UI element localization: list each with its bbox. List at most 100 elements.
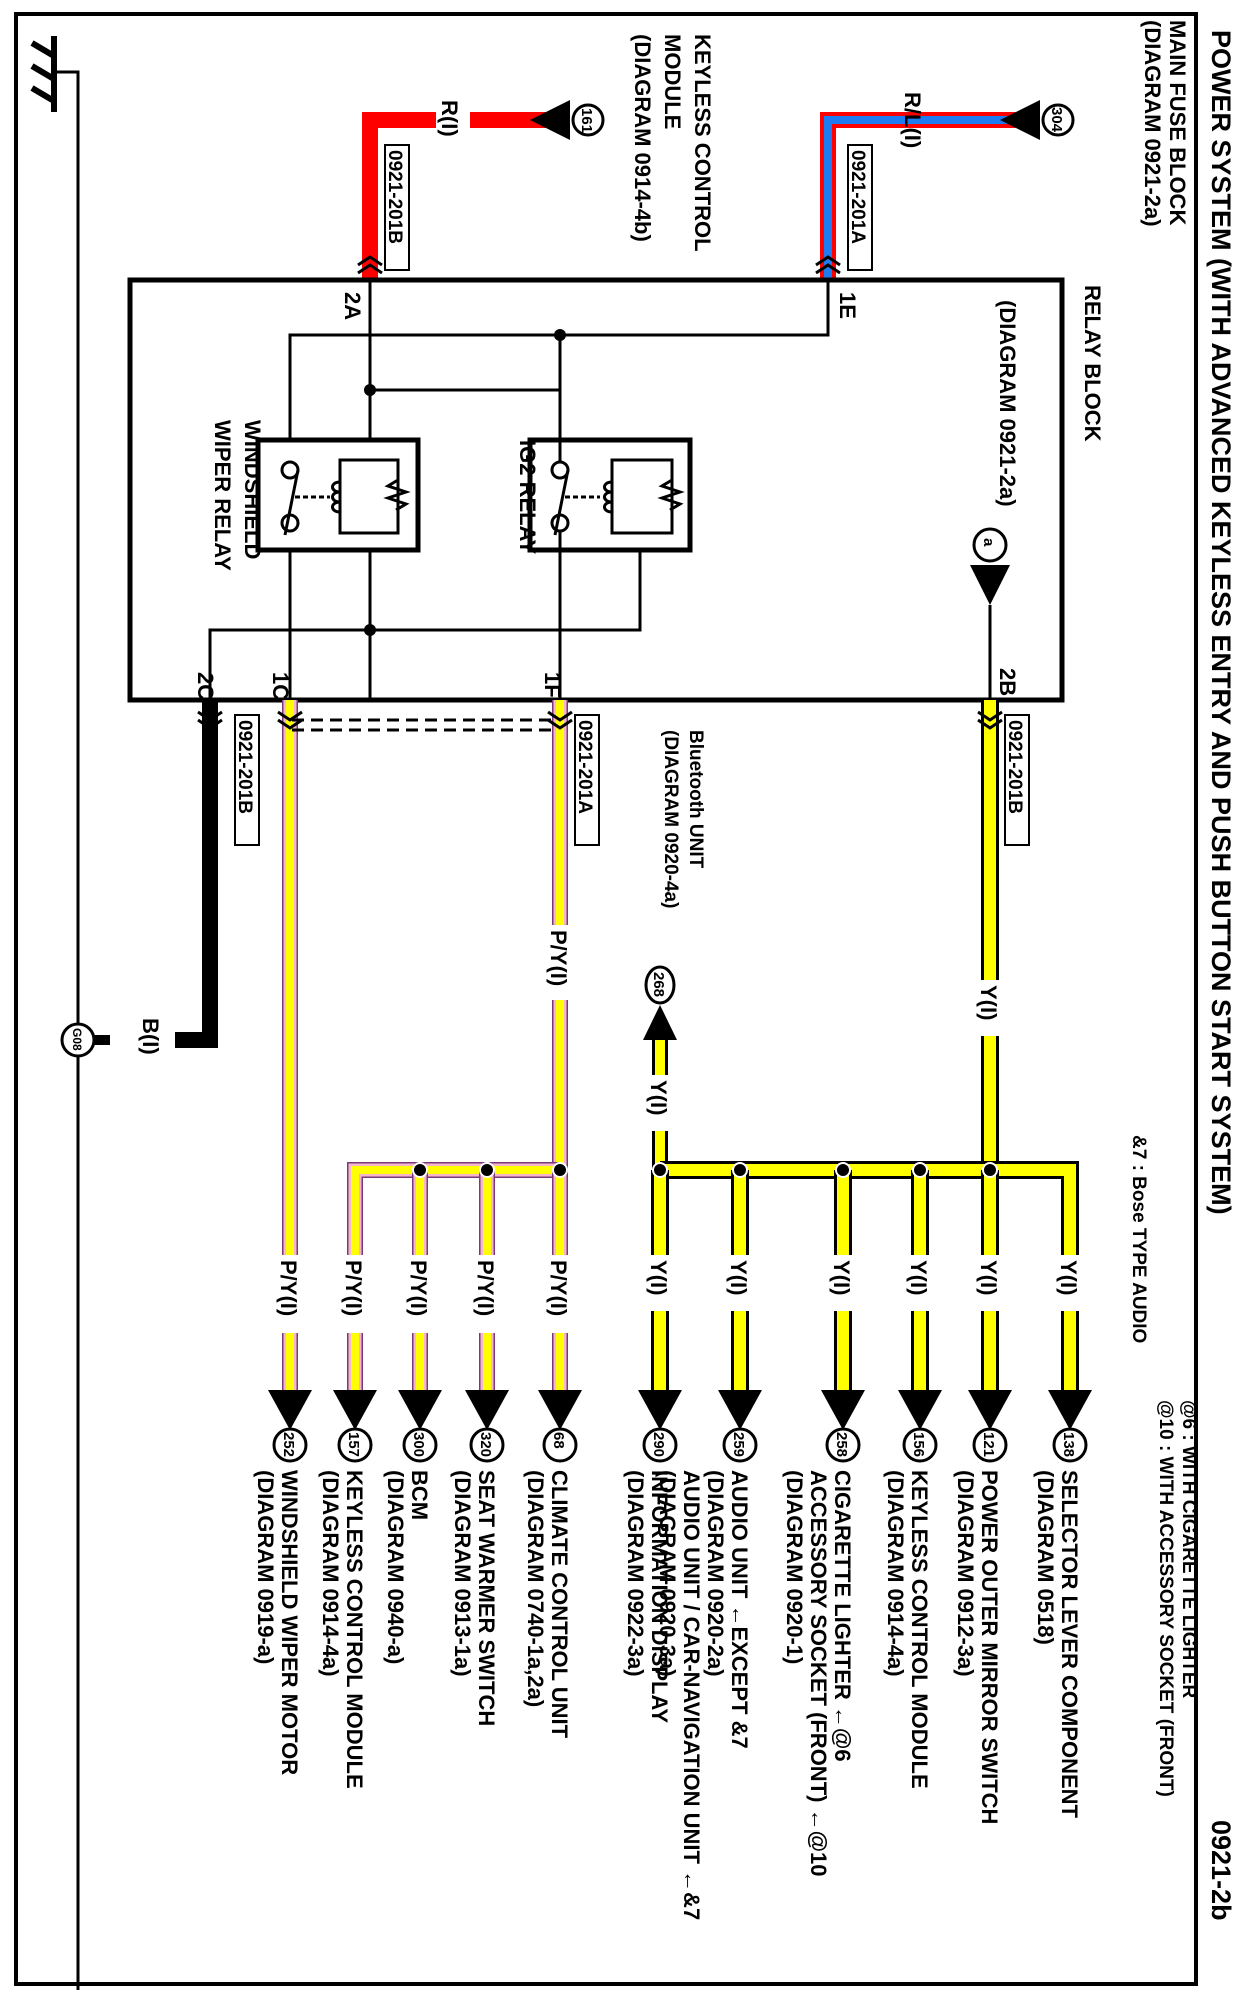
arrow-icon xyxy=(638,1390,682,1430)
destination-label: POWER OUTER MIRROR SWITCH xyxy=(977,1470,1002,1824)
keyless-module-label1: KEYLESS CONTROL xyxy=(690,34,715,252)
destination-label: BCM xyxy=(407,1470,432,1520)
connector-157 xyxy=(337,1427,373,1463)
wire-code-r: R(I) xyxy=(437,100,462,137)
destination-label: (DIAGRAM 0912-3a) xyxy=(953,1470,978,1677)
connector-number: 121 xyxy=(980,1432,997,1457)
keyless-module-label2: MODULE xyxy=(660,34,685,129)
connector-258 xyxy=(825,1427,861,1463)
pin-1f: 1F xyxy=(540,672,565,698)
connector-number: 157 xyxy=(345,1432,362,1457)
note-at10: @10 : WITH ACCESSORY SOCKET (FRONT) xyxy=(1155,1400,1176,1797)
arrow-icon xyxy=(1048,1390,1092,1430)
page-border xyxy=(14,12,1198,1986)
harness-tag-201b-2b xyxy=(1004,714,1030,846)
destination-label: ACCESSORY SOCKET (FRONT) ←@10 xyxy=(806,1470,831,1877)
arrow-icon xyxy=(970,565,1010,605)
keyless-module-ref: (DIAGRAM 0914-4b) xyxy=(630,34,655,242)
page-title: POWER SYSTEM (WITH ADVANCED KEYLESS ENTR… xyxy=(1206,30,1236,1215)
destination-label: INFORMATION DISPLAY xyxy=(647,1470,672,1723)
harness-201a-top-label: 0921-201A xyxy=(847,150,868,244)
connector-304 xyxy=(1041,103,1075,137)
destination-label: AUDIO UNIT ←EXCEPT &7 xyxy=(727,1470,752,1749)
destination-label: (DIAGRAM 0920-1) xyxy=(782,1470,807,1664)
destination-label: (DIAGRAM 0914-4a) xyxy=(318,1470,343,1677)
wire-code-label: P/Y(I) xyxy=(473,1260,498,1316)
connector-chevron-icon xyxy=(357,255,841,275)
junction-dot xyxy=(479,1162,495,1178)
wire-code-label: P/Y(I) xyxy=(406,1260,431,1316)
relay-block xyxy=(127,277,1065,703)
pin-1c: 1C xyxy=(268,672,293,700)
destination-label: (DIAGRAM 0920-3a) xyxy=(655,1470,680,1677)
windshield-wiper-relay xyxy=(255,437,421,553)
relay-block-ref: (DIAGRAM 0921-2a) xyxy=(995,300,1020,507)
wire-code-label: Y(I) xyxy=(976,1260,1001,1295)
relay-block-label: RELAY BLOCK xyxy=(1080,285,1105,442)
destination-label: KEYLESS CONTROL MODULE xyxy=(907,1470,932,1789)
wire-py-bus xyxy=(347,1162,560,1390)
destination-label: SEAT WARMER SWITCH xyxy=(474,1470,499,1726)
dashed-shield-link xyxy=(292,718,556,732)
arrow-icon xyxy=(718,1390,762,1430)
destination-label: WINDSHIELD WIPER MOTOR xyxy=(277,1470,302,1775)
destination-label: KEYLESS CONTROL MODULE xyxy=(342,1470,367,1789)
bluetooth-unit-label: Bluetooth UNIT xyxy=(685,730,706,869)
harness-201b-top-label: 0921-201B xyxy=(384,150,405,244)
destination-label: (DIAGRAM 0920-2a) xyxy=(703,1470,728,1677)
connector-number: 252 xyxy=(280,1432,297,1457)
connector-number: 68 xyxy=(550,1432,567,1449)
connector-252 xyxy=(272,1427,308,1463)
connector-a-label: a xyxy=(980,538,997,547)
wire-code-label: P/Y(I) xyxy=(546,1260,571,1316)
connector-259 xyxy=(722,1427,758,1463)
arrow-icon xyxy=(898,1390,942,1430)
arrow-icon xyxy=(821,1390,865,1430)
wire-y-bus xyxy=(660,1161,1079,1390)
connector-268-label: 268 xyxy=(650,972,667,997)
connector-290 xyxy=(642,1427,678,1463)
wire-code-label: Y(I) xyxy=(726,1260,751,1295)
main-fuse-block-ref: (DIAGRAM 0921-2a) xyxy=(1140,20,1165,227)
wire-code-label: Y(I) xyxy=(829,1260,854,1295)
destination-label: (DIAGRAM 0740-1a,2a) xyxy=(523,1470,548,1707)
destination-label: (DIAGRAM 0940-a) xyxy=(383,1470,408,1664)
diagram-number: 0921-2b xyxy=(1206,1820,1236,1921)
note-amp7: &7 : Bose TYPE AUDIO xyxy=(1128,1135,1149,1343)
harness-tag-201a-top xyxy=(847,144,873,271)
arrow-icon xyxy=(1000,100,1040,140)
junction-dot xyxy=(652,1162,668,1178)
pin-2c: 2C xyxy=(193,672,218,700)
connector-161-label: 161 xyxy=(578,108,595,133)
wire-code-bluetooth: Y(I) xyxy=(646,1080,671,1115)
main-fuse-block-label: MAIN FUSE BLOCK xyxy=(1165,20,1190,225)
connector-121 xyxy=(972,1427,1008,1463)
connector-68 xyxy=(542,1427,578,1463)
destination-label: (DIAGRAM 0914-4a) xyxy=(883,1470,908,1677)
destination-label: CLIMATE CONTROL UNIT xyxy=(547,1470,572,1739)
arrow-icon xyxy=(333,1390,377,1430)
wire-code-label: P/Y(I) xyxy=(276,1260,301,1316)
harness-1f-label: 0921-201A xyxy=(574,720,595,814)
arrow-icon xyxy=(643,1005,677,1040)
wire-main-fuse-rl xyxy=(820,112,1020,280)
connector-number: 138 xyxy=(1060,1432,1077,1457)
arrow-icon xyxy=(968,1390,1012,1430)
wire-code-label: Y(I) xyxy=(906,1260,931,1295)
wire-code-rl: R/L(I) xyxy=(900,92,925,148)
connector-number: 300 xyxy=(410,1432,427,1457)
wire-keyless-r xyxy=(362,112,550,280)
destination-label: (DIAGRAM 0913-1a) xyxy=(450,1470,475,1677)
junction-dot xyxy=(412,1162,428,1178)
junction-dot xyxy=(982,1162,998,1178)
